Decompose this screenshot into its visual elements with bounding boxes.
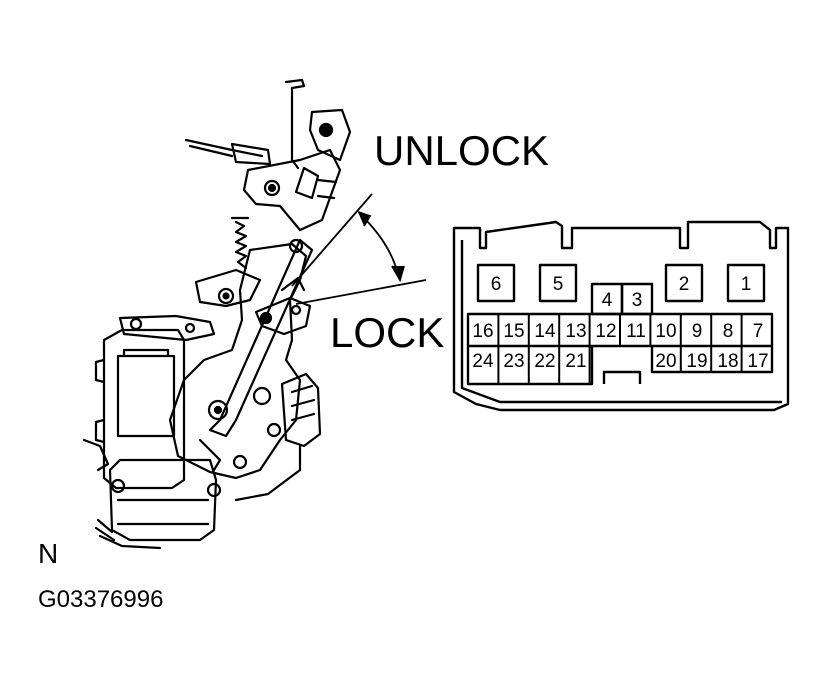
pin-1-label: 1 xyxy=(741,274,752,295)
pin-9-label: 9 xyxy=(692,321,703,342)
lock-label: LOCK xyxy=(330,309,445,356)
bracket-bolt xyxy=(263,179,281,197)
lock-cable xyxy=(184,138,264,158)
pin-row-1-cells xyxy=(497,314,743,346)
unlock-label: UNLOCK xyxy=(374,127,550,174)
lock-angle-indicator xyxy=(291,193,427,305)
key-notch xyxy=(602,370,642,384)
unlock-line xyxy=(291,193,373,287)
pin-15-label: 15 xyxy=(503,321,524,342)
pin-5-cavity xyxy=(538,263,578,303)
door-lock-mechanism xyxy=(82,78,352,550)
pin-10-label: 10 xyxy=(655,321,676,342)
pin-labels: 6 5 4 3 2 1 16 15 14 13 12 11 10 9 8 7 2… xyxy=(472,274,768,372)
wire-connector xyxy=(280,372,322,448)
pin-14-label: 14 xyxy=(534,321,556,342)
return-spring xyxy=(234,220,248,270)
pin-19-label: 19 xyxy=(686,351,707,372)
pin-6-label: 6 xyxy=(491,274,502,295)
pin-21-label: 21 xyxy=(565,351,586,372)
pin-row-2-cells xyxy=(497,346,743,384)
body-hole xyxy=(252,386,272,406)
pin-13-label: 13 xyxy=(565,321,586,342)
pin-2-cavity xyxy=(664,263,704,303)
upper-bracket xyxy=(242,148,342,232)
cable-end xyxy=(230,142,272,166)
pin-4-label: 4 xyxy=(602,290,613,311)
gear-cover xyxy=(108,458,218,542)
pin-2-label: 2 xyxy=(679,274,690,295)
swing-arc xyxy=(363,217,399,275)
pin-22-label: 22 xyxy=(534,351,555,372)
top-clip xyxy=(308,108,352,162)
pin-18-label: 18 xyxy=(717,351,738,372)
mid-plate xyxy=(194,268,262,308)
pin-20-label: 20 xyxy=(655,351,676,372)
pin-16-label: 16 xyxy=(472,321,493,342)
pin-12-label: 12 xyxy=(595,321,616,342)
pin-5-label: 5 xyxy=(553,274,564,295)
pin-11-label: 11 xyxy=(626,321,646,342)
pin-23-label: 23 xyxy=(503,351,524,372)
lower-wires xyxy=(94,518,162,550)
view-letter: N xyxy=(38,538,59,569)
lock-line xyxy=(295,279,427,305)
pin-6-cavity xyxy=(476,263,516,303)
link-arm xyxy=(208,238,314,438)
motor-cover xyxy=(116,354,176,438)
connector-lip xyxy=(460,240,782,404)
lock-body xyxy=(168,242,308,480)
figure-code: G03376996 xyxy=(38,586,164,613)
pin-7-label: 7 xyxy=(753,321,764,342)
motor-housing xyxy=(102,328,186,490)
arc-arrow-top xyxy=(357,211,372,227)
pin-1-cavity xyxy=(726,263,766,303)
link-pivot-upper xyxy=(288,238,304,254)
connector-shell xyxy=(452,220,790,412)
top-bolt xyxy=(318,122,334,138)
pin-24-label: 24 xyxy=(472,351,494,372)
upper-rod xyxy=(284,78,306,170)
link-pivot-lower xyxy=(207,399,229,421)
arc-arrow-bottom xyxy=(391,265,405,283)
pin-17-label: 17 xyxy=(747,351,768,372)
pin-3-label: 3 xyxy=(632,290,643,311)
connector-face xyxy=(452,220,790,412)
pin-8-label: 8 xyxy=(723,321,734,342)
